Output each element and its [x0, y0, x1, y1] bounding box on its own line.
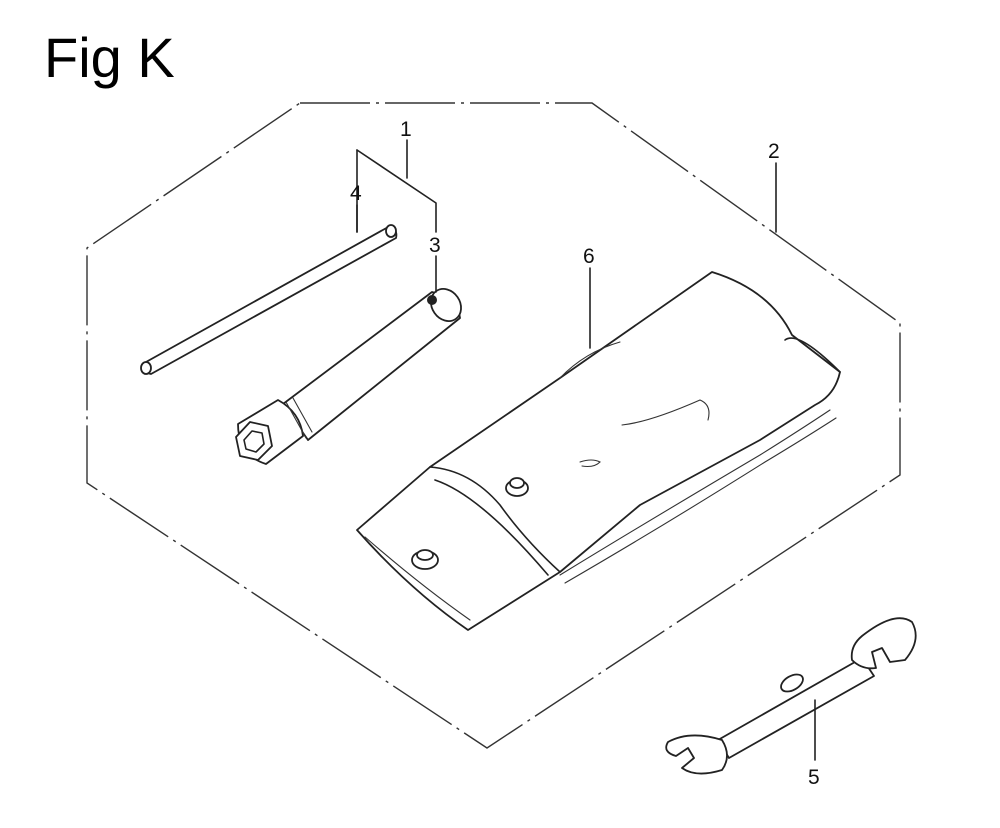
callout-2: 2 — [768, 140, 780, 163]
tool-bag — [356, 271, 841, 631]
callout-4: 4 — [350, 182, 362, 205]
kit-boundary — [86, 102, 901, 749]
figure-title: Fig K — [44, 26, 175, 89]
spark-plug-wrench — [235, 288, 462, 465]
callout-1: 1 — [400, 118, 412, 141]
callout-6: 6 — [583, 245, 595, 268]
tommy-bar — [140, 224, 398, 375]
group-bracket-top — [356, 149, 437, 233]
open-end-wrench — [665, 617, 917, 775]
callout-3: 3 — [429, 234, 441, 257]
callout-5: 5 — [808, 766, 820, 789]
